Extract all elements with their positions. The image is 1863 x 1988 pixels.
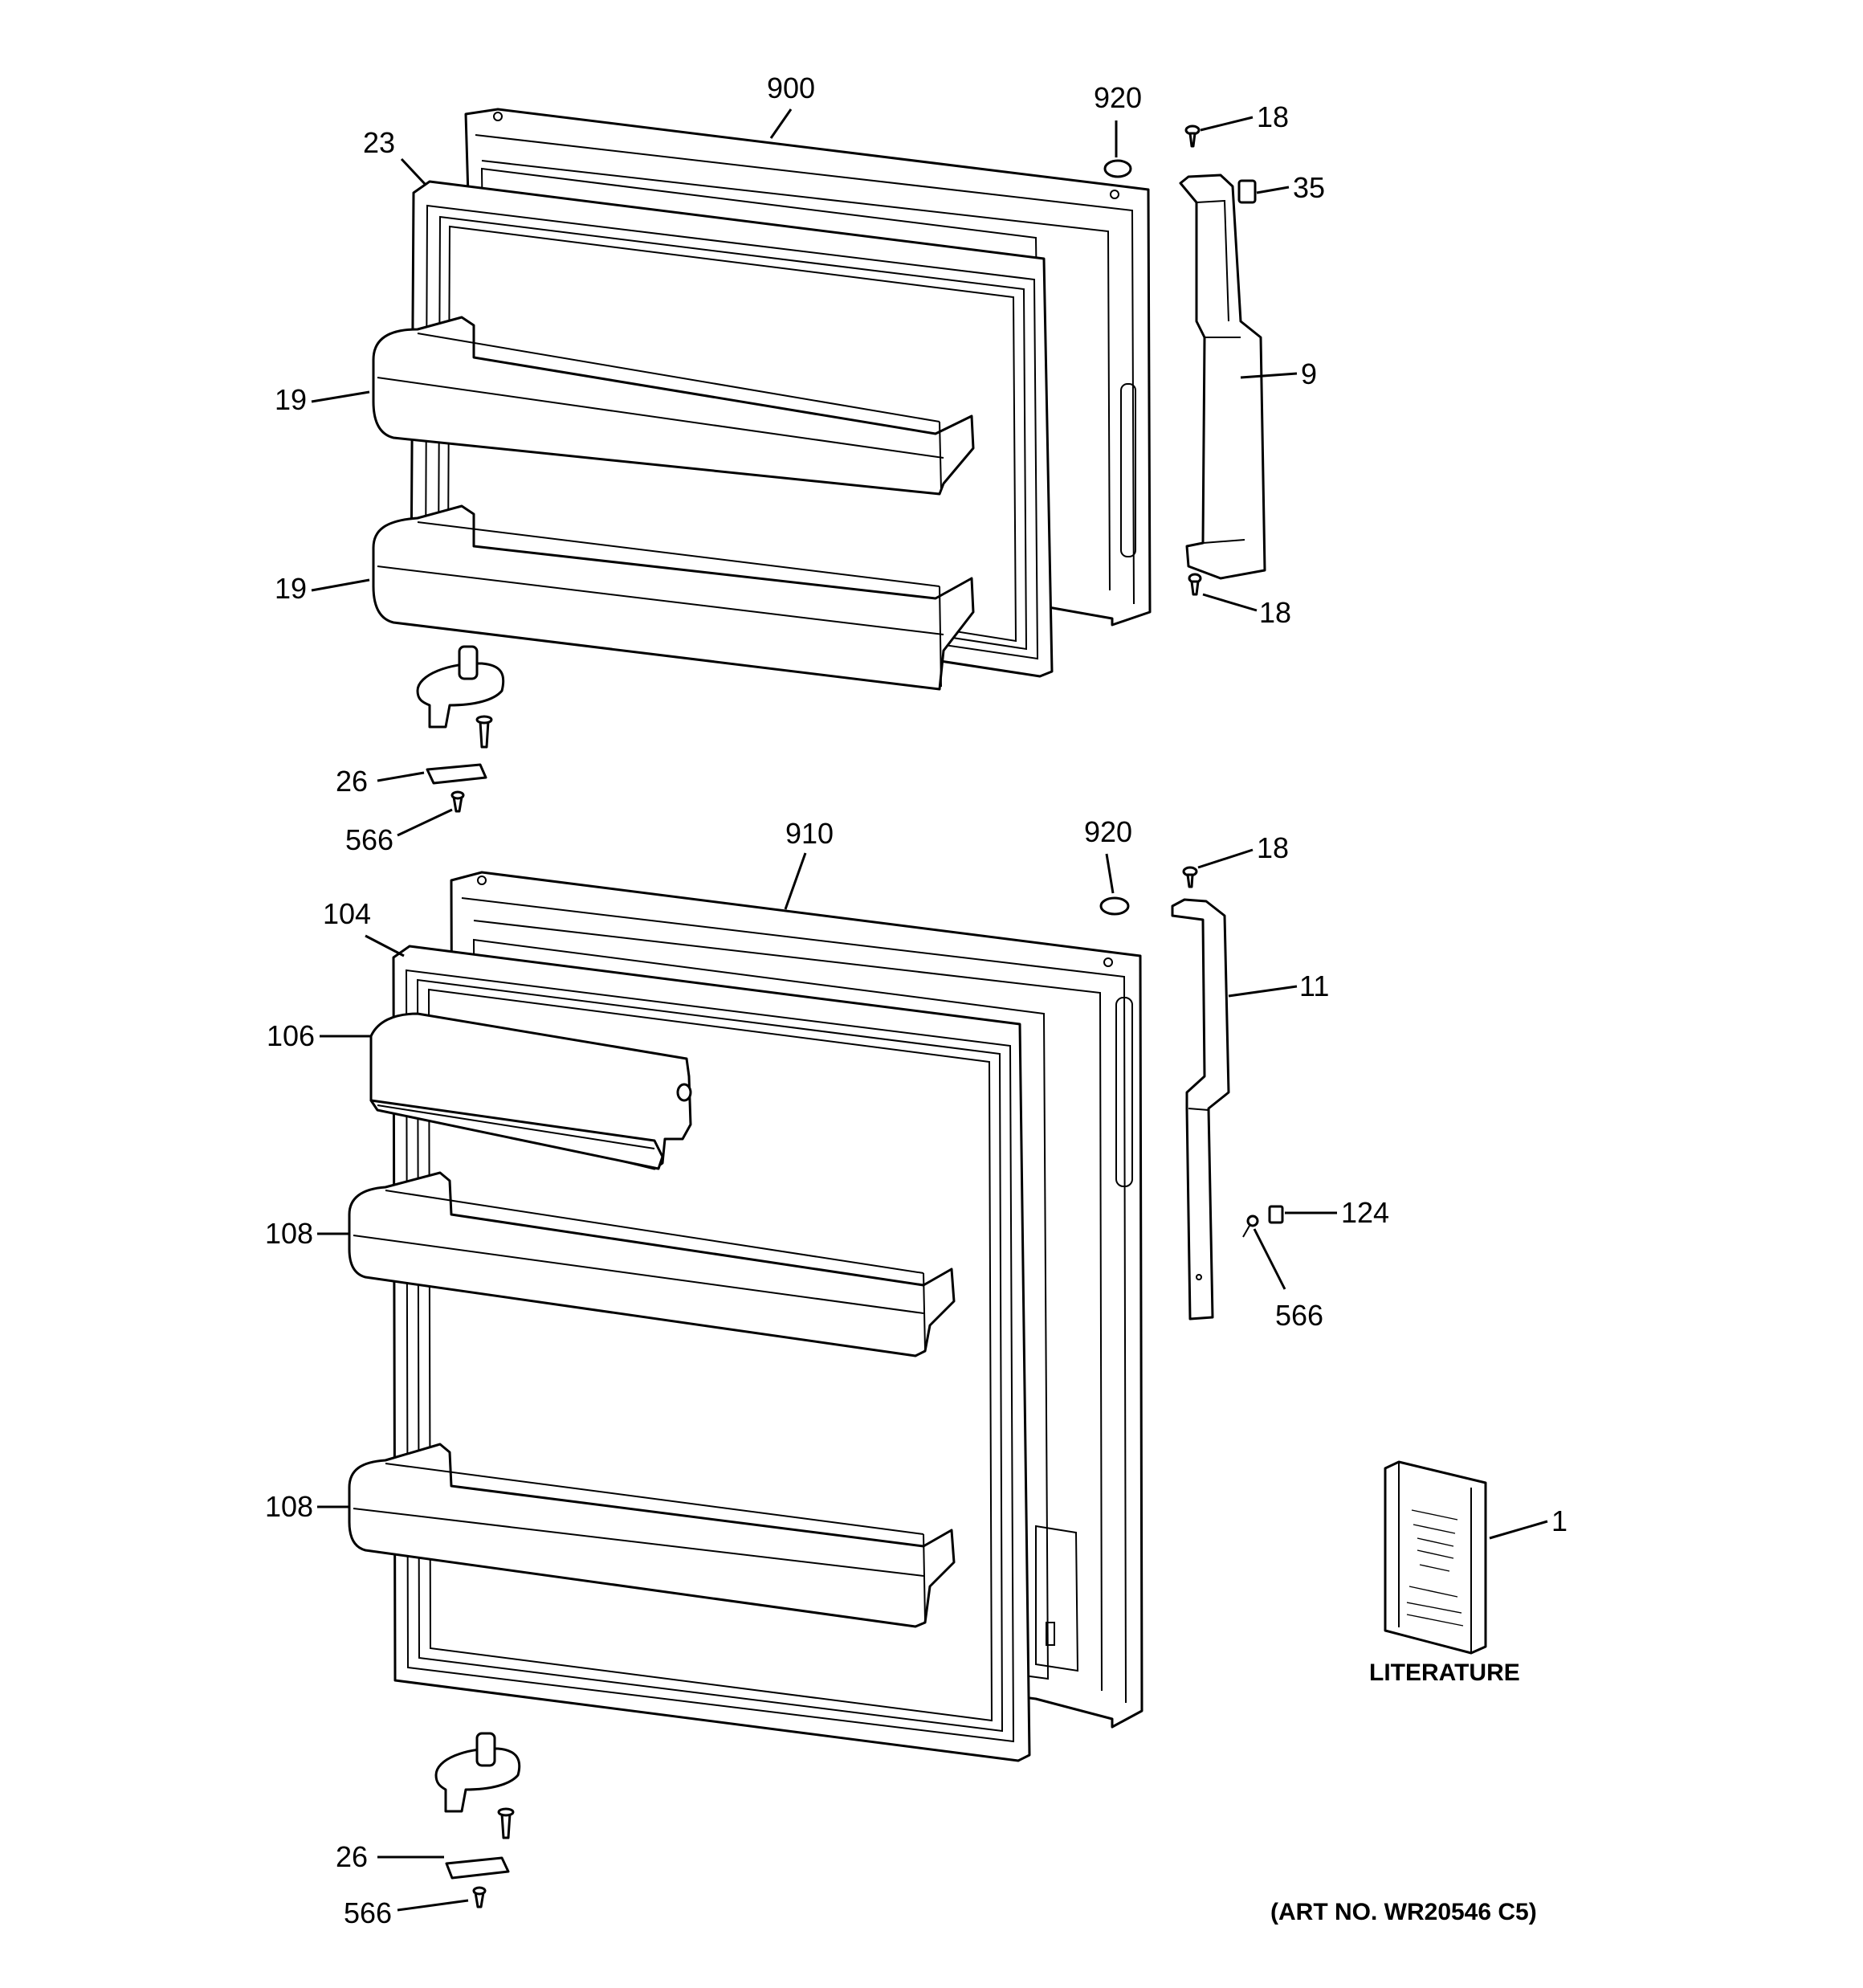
callout-9: 9 xyxy=(1301,357,1317,390)
literature-label: LITERATURE xyxy=(1369,1659,1520,1686)
screw-18-lower xyxy=(1182,866,1198,888)
callout-106: 106 xyxy=(267,1019,315,1052)
callout-18-lower: 18 xyxy=(1257,831,1289,864)
callout-900: 900 xyxy=(767,71,815,104)
plug-920-lower xyxy=(1099,896,1130,916)
door-bin-108-lower xyxy=(348,1443,956,1628)
fresh-food-bottom-hinge xyxy=(434,1732,521,1908)
dairy-compartment-106 xyxy=(369,1012,692,1170)
callout-124: 124 xyxy=(1341,1196,1389,1229)
screw-18-top xyxy=(1184,125,1201,148)
hinge-plate-26-lower xyxy=(445,1856,510,1880)
upper-hinge-9 xyxy=(1179,173,1266,580)
freezer-door-shelf-lower xyxy=(372,504,975,691)
callout-19-lower: 19 xyxy=(275,572,307,605)
hinge-plate-26-upper xyxy=(426,763,487,785)
callout-920-upper: 920 xyxy=(1094,81,1142,114)
callout-11: 11 xyxy=(1299,970,1329,1002)
screw-566-hinge xyxy=(1242,1214,1259,1238)
callout-18-bottom: 18 xyxy=(1259,596,1291,629)
literature-booklet xyxy=(1384,1460,1487,1655)
callout-108-lower: 108 xyxy=(265,1490,313,1523)
callout-920-lower: 920 xyxy=(1084,815,1132,848)
callout-566-upper: 566 xyxy=(345,823,393,856)
freezer-door-assembly xyxy=(372,108,1152,691)
plug-920-upper xyxy=(1103,159,1132,178)
door-bin-108-upper xyxy=(348,1171,956,1357)
hinge-cap-35 xyxy=(1237,179,1257,204)
callout-1: 1 xyxy=(1551,1504,1567,1537)
freezer-hinge-assembly xyxy=(1103,125,1266,596)
fresh-food-hinge-assembly xyxy=(1099,866,1284,1321)
callout-566-hinge: 566 xyxy=(1275,1299,1323,1332)
clip-124 xyxy=(1268,1205,1284,1224)
callout-23: 23 xyxy=(363,126,395,159)
callout-26-upper: 26 xyxy=(336,765,368,798)
callout-19-upper: 19 xyxy=(275,383,307,416)
callout-104: 104 xyxy=(323,897,371,930)
freezer-door-shelf-upper xyxy=(372,316,975,496)
callout-18-top: 18 xyxy=(1257,100,1289,133)
freezer-bottom-hinge xyxy=(416,645,505,813)
art-number: (ART NO. WR20546 C5) xyxy=(1270,1899,1537,1925)
leader-lines xyxy=(311,108,1548,1912)
callout-35: 35 xyxy=(1293,171,1325,204)
fresh-food-door-assembly xyxy=(348,871,1143,1762)
callout-910: 910 xyxy=(785,817,834,850)
screw-18-bottom xyxy=(1188,573,1202,596)
callout-566-lower: 566 xyxy=(344,1896,392,1929)
callout-26-lower: 26 xyxy=(336,1840,368,1873)
callout-108-upper: 108 xyxy=(265,1217,313,1250)
callout-labels: 900 920 18 35 23 19 9 19 18 26 566 910 9… xyxy=(265,71,1567,1929)
